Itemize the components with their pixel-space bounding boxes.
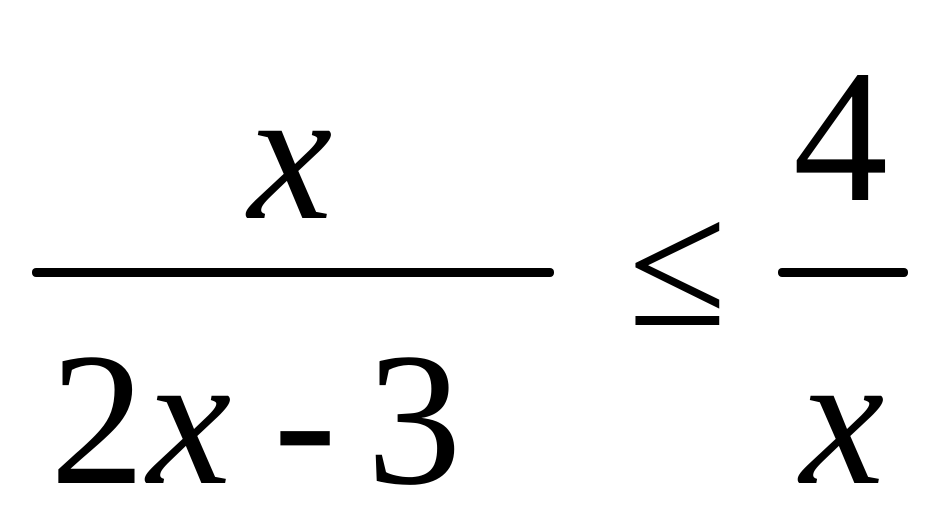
lhs-denominator-coefficient: 2 [50,315,147,525]
lhs-denominator-operator: - [273,315,339,525]
lhs-fraction-bar [32,268,554,277]
lhs-denominator-constant: 3 [366,315,464,525]
rhs-numerator: 4 [793,32,888,242]
lhs-denominator: 2x-3 [50,325,464,515]
rhs-fraction-bar [778,268,908,277]
lhs-denominator-variable: x [147,315,234,525]
lhs-numerator: x [248,50,333,260]
relation-symbol: ≤ [628,165,727,364]
rhs-denominator: x [800,315,885,525]
